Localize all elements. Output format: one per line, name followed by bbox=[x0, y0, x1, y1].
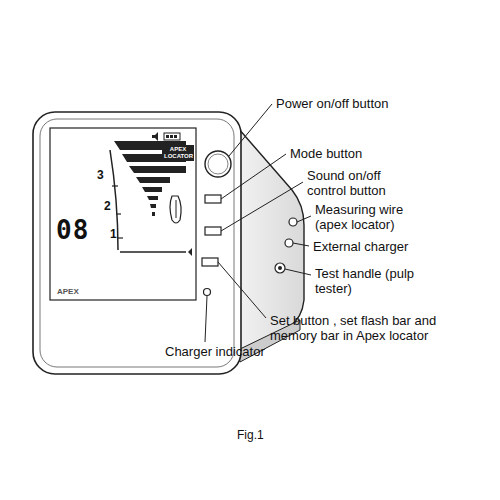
callout-label: Power on/off button bbox=[276, 96, 389, 111]
tooth-icon bbox=[170, 196, 181, 223]
scale-number: 2 bbox=[104, 199, 111, 214]
measuring-port bbox=[289, 218, 297, 226]
charger-indicator-led bbox=[204, 289, 211, 296]
callout-label: Measuring wire (apex locator) bbox=[315, 202, 435, 232]
sound-button bbox=[205, 227, 221, 235]
callout-label: Charger indicator bbox=[165, 344, 265, 359]
housing-front bbox=[33, 112, 241, 374]
tooth-canal bbox=[176, 200, 177, 218]
housing-bezel bbox=[40, 119, 234, 367]
speaker-icon bbox=[152, 132, 158, 141]
test-handle-port bbox=[275, 263, 285, 273]
callout-label: Sound on/off control button bbox=[307, 168, 417, 198]
lcd-screen bbox=[50, 128, 196, 300]
set-button bbox=[202, 258, 218, 266]
scale-number: 3 bbox=[97, 168, 104, 183]
callout-label: External charger bbox=[313, 239, 408, 254]
callout-label: Set button , set flash bar and memory ba… bbox=[270, 313, 470, 343]
apex-line bbox=[120, 251, 186, 252]
lcd-digits: 08 bbox=[56, 215, 89, 245]
callout-label: Test handle (pulp tester) bbox=[315, 266, 425, 296]
test-handle-pin bbox=[278, 266, 282, 270]
mode-button bbox=[205, 195, 221, 203]
mode-indicator: APEX LOCATOR bbox=[162, 145, 194, 161]
leader-lines bbox=[205, 104, 311, 342]
scale-number: 1 bbox=[110, 227, 117, 242]
callout-label: Mode button bbox=[290, 146, 362, 161]
battery-icon bbox=[164, 133, 180, 140]
figure-caption: Fig.1 bbox=[237, 428, 264, 443]
apex-pointer bbox=[188, 248, 192, 256]
charger-port bbox=[285, 239, 293, 247]
lcd-label: APEX bbox=[57, 287, 79, 296]
power-button bbox=[205, 151, 231, 177]
